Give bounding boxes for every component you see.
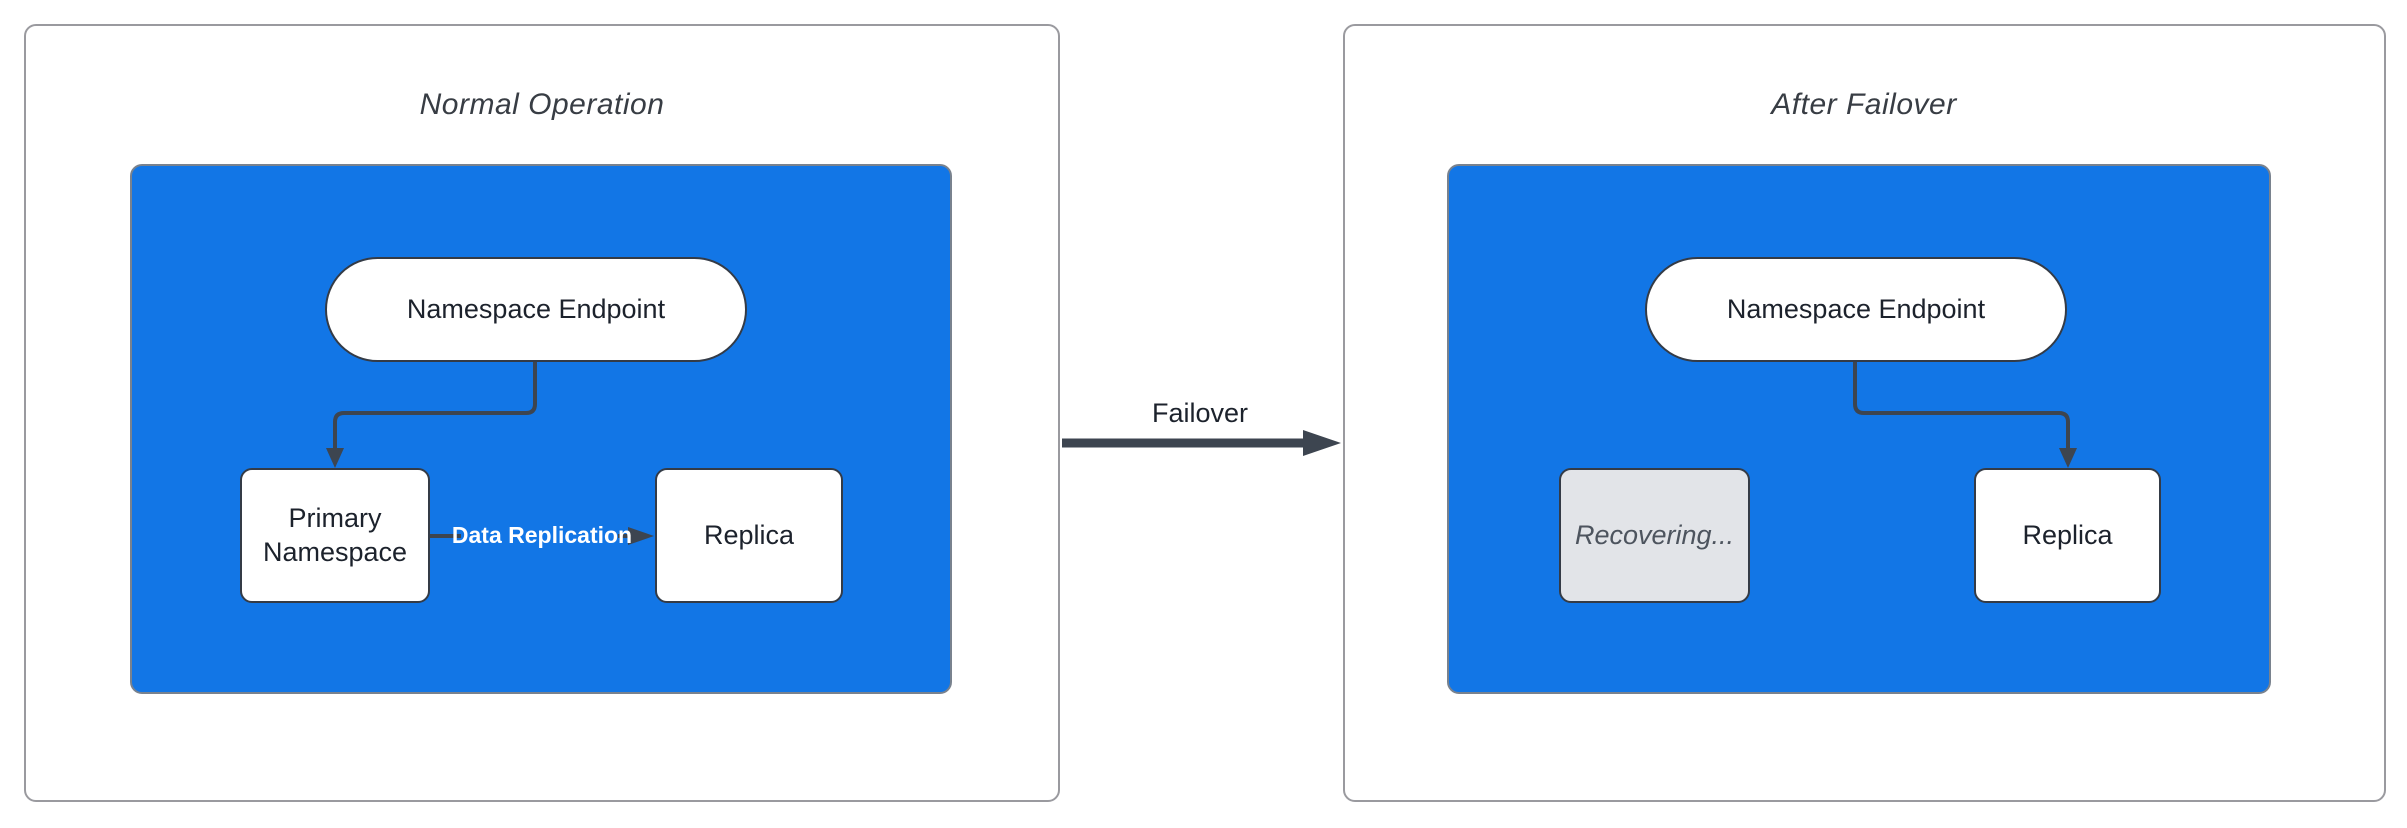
- panel-title-normal-operation: Normal Operation: [419, 88, 665, 121]
- primary-namespace-node: Primary Namespace: [240, 468, 430, 603]
- data-replication-label: Data Replication: [451, 522, 633, 548]
- primary-namespace-label: Primary Namespace: [262, 502, 408, 567]
- failover-label: Failover: [1151, 398, 1249, 428]
- namespace-container-right: [1447, 164, 2271, 694]
- recovering-label: Recovering...: [1574, 519, 1735, 550]
- arrowhead-failover: [1303, 430, 1341, 456]
- namespace-endpoint-node-right: Namespace Endpoint: [1645, 257, 2067, 362]
- replica-node-left: Replica: [655, 468, 843, 603]
- panel-title-after-failover: After Failover: [1771, 88, 1957, 121]
- recovering-node: Recovering...: [1559, 468, 1750, 603]
- replica-node-right: Replica: [1974, 468, 2161, 603]
- namespace-container-left: [130, 164, 952, 694]
- replica-label-left: Replica: [703, 519, 795, 550]
- namespace-endpoint-label-right: Namespace Endpoint: [1726, 293, 1986, 324]
- namespace-endpoint-node-left: Namespace Endpoint: [325, 257, 747, 362]
- replica-label-right: Replica: [2022, 519, 2113, 550]
- namespace-endpoint-label-left: Namespace Endpoint: [406, 293, 666, 324]
